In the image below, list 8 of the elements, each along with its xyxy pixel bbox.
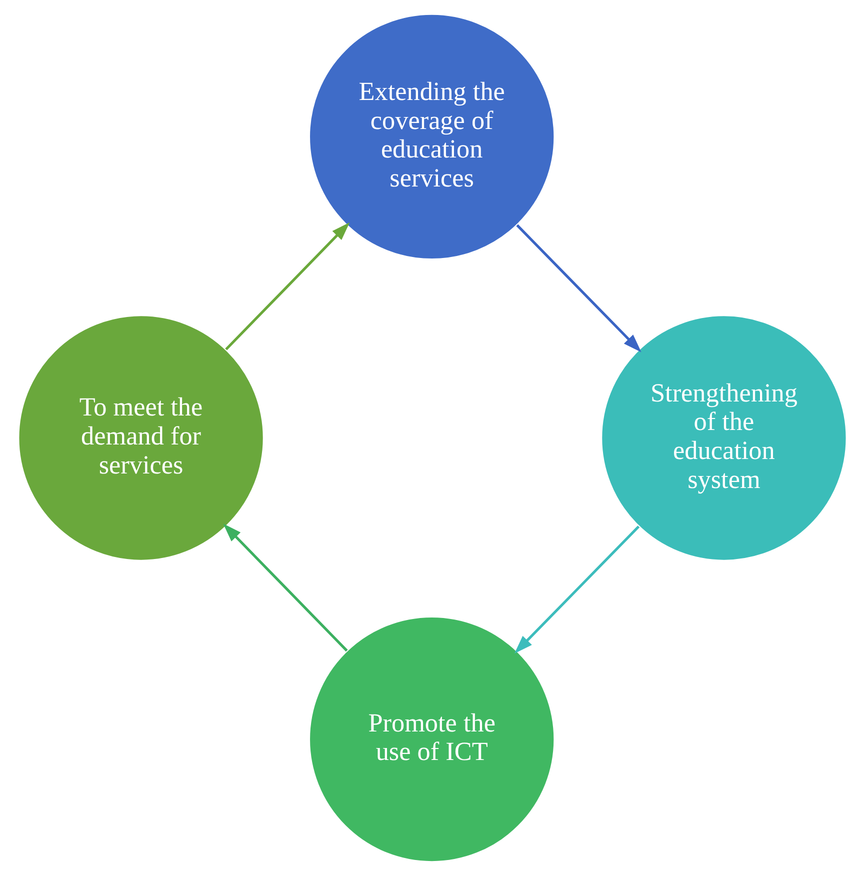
node-circle: Strengthening of the education system — [600, 314, 847, 561]
arrow — [514, 525, 640, 654]
node-circle: To meet the demand for services — [17, 314, 264, 561]
arrow — [222, 523, 348, 652]
arrow — [516, 224, 641, 352]
node-circle: Extending the coverage of education services — [308, 13, 554, 260]
node-circle: Promote the use of ICT — [308, 616, 554, 862]
arrow — [224, 222, 350, 350]
